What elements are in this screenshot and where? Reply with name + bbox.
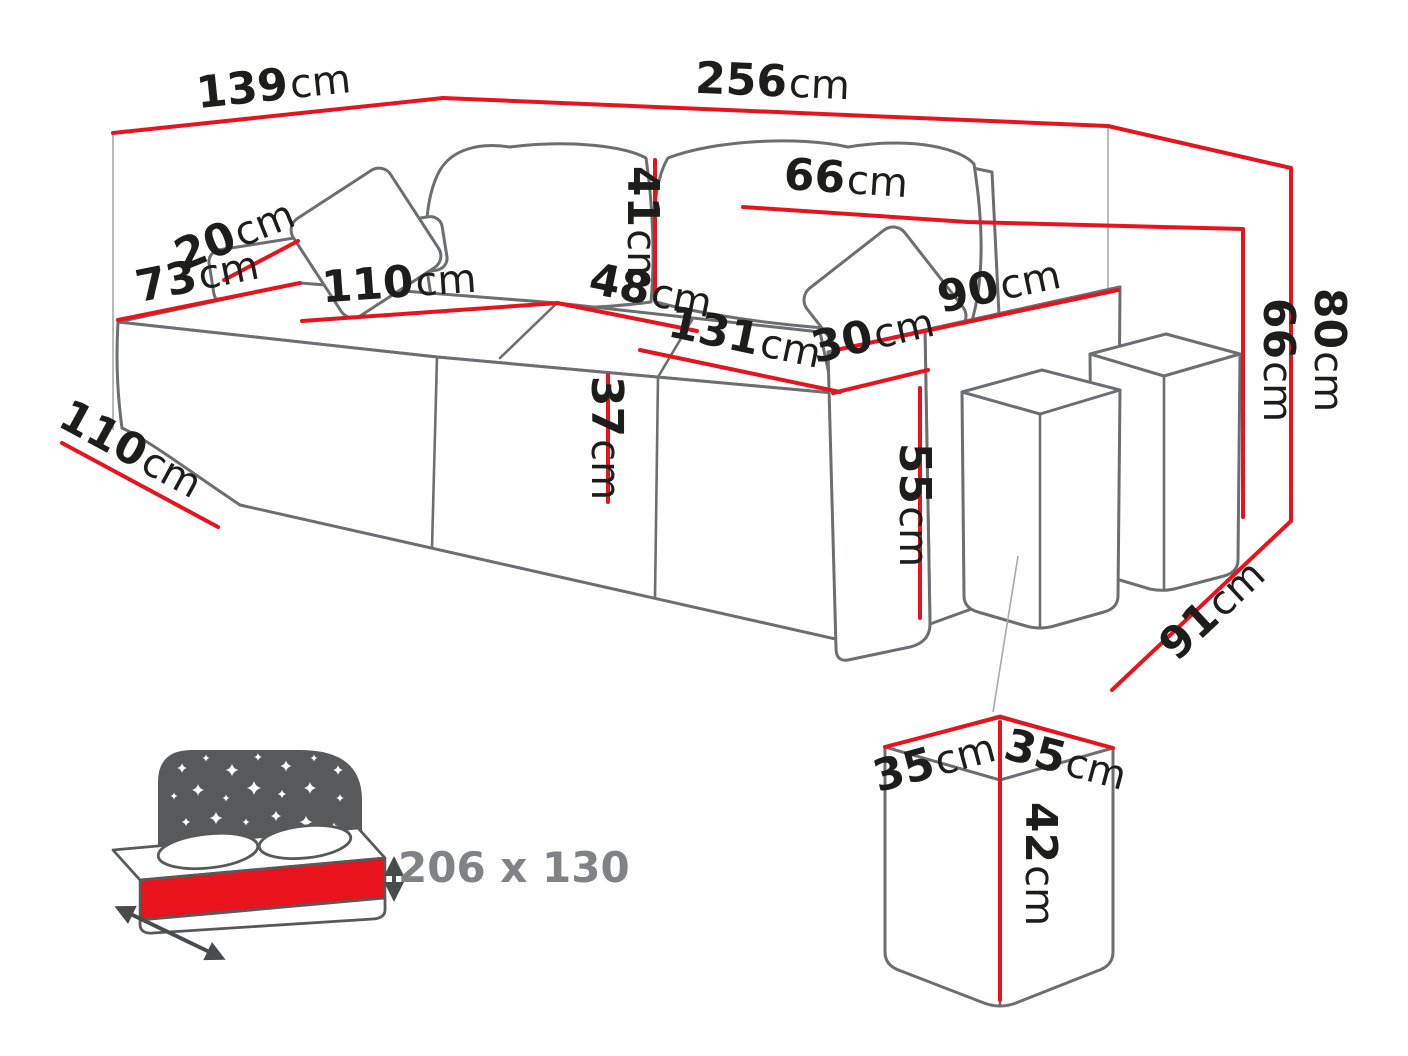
dim-label-80cm: 80cm — [1304, 288, 1355, 412]
corner-seam — [498, 301, 559, 360]
pouf-front-top — [960, 368, 1122, 416]
dim-label-110cm-length: 110cm — [320, 252, 478, 314]
seat-cushion-seam — [653, 318, 694, 600]
unfold-arrow — [114, 905, 226, 961]
sofa-front-face — [115, 320, 842, 642]
dim-line-80-91 — [1106, 124, 1293, 692]
dim-line-48 — [555, 301, 699, 333]
dim-label-37cm: 37cm — [581, 376, 632, 500]
dim-line-73 — [116, 281, 302, 322]
dim-line-30 — [831, 368, 930, 395]
dim-line-90 — [834, 288, 1120, 352]
dim-line-110-floor — [60, 441, 220, 529]
sleeping-area-label: 206 x 130 — [398, 843, 630, 892]
armrest-front-face — [826, 328, 932, 662]
dim-line-131 — [638, 348, 842, 394]
dimension-lines — [60, 96, 1293, 1002]
dim-label-139cm: 139cm — [194, 52, 353, 119]
dim-label-66cm-cushion: 66cm — [782, 149, 909, 208]
bed-pillow-left — [156, 831, 260, 871]
sofa-drawing — [115, 139, 1242, 662]
dim-label-42cm: 42cm — [1015, 802, 1066, 926]
dim-label-66cm-height: 66cm — [1253, 298, 1304, 422]
dim-line-139 — [111, 96, 445, 135]
bed-pillow-right — [257, 823, 353, 861]
pouf-back-top — [1088, 332, 1242, 378]
dim-label-41cm: 41cm — [617, 166, 668, 290]
dim-label-90cm: 90cm — [933, 248, 1065, 324]
sleeping-function-icon — [111, 750, 404, 961]
pouf-callout-line — [992, 555, 1019, 713]
chaise-front-seam — [430, 355, 439, 550]
dim-label-256cm: 256cm — [694, 53, 851, 110]
dim-line-66w-66h — [741, 205, 1245, 519]
dim-line-110-length — [300, 301, 560, 323]
dim-line-256 — [441, 96, 1110, 128]
dim-label-55cm: 55cm — [889, 443, 940, 567]
chaise-pillow — [289, 166, 443, 320]
dim-line-20 — [222, 239, 300, 282]
dim-line-pouf-top — [883, 715, 1115, 750]
